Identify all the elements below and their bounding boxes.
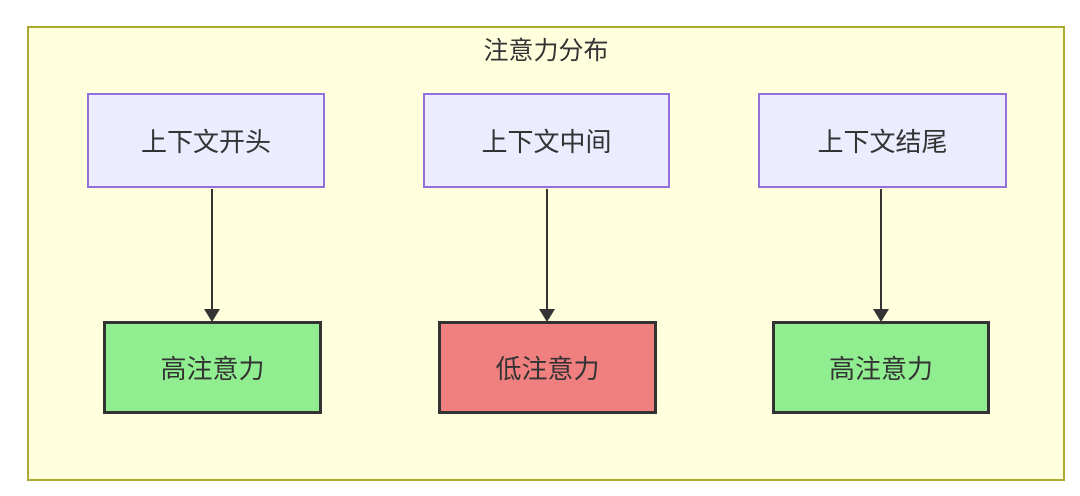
diagram-title: 注意力分布: [483, 37, 609, 65]
arrow-line: [880, 189, 882, 309]
arrow-head-icon: [204, 309, 220, 322]
node-label: 高注意力: [160, 354, 265, 384]
node-low-attention-middle: 低注意力: [438, 321, 657, 414]
node-label: 上下文结尾: [817, 127, 948, 157]
arrow-line: [546, 189, 548, 309]
node-context-end: 上下文结尾: [758, 93, 1007, 188]
node-label: 上下文中间: [481, 127, 612, 157]
node-context-middle: 上下文中间: [423, 93, 670, 188]
arrow-line: [211, 189, 213, 309]
arrow-head-icon: [873, 309, 889, 322]
arrow-head-icon: [539, 309, 555, 322]
node-label: 高注意力: [828, 354, 933, 384]
node-high-attention-left: 高注意力: [103, 321, 322, 414]
node-context-beginning: 上下文开头: [87, 93, 325, 188]
node-label: 上下文开头: [140, 127, 271, 157]
node-label: 低注意力: [495, 354, 600, 384]
node-high-attention-right: 高注意力: [772, 321, 990, 414]
